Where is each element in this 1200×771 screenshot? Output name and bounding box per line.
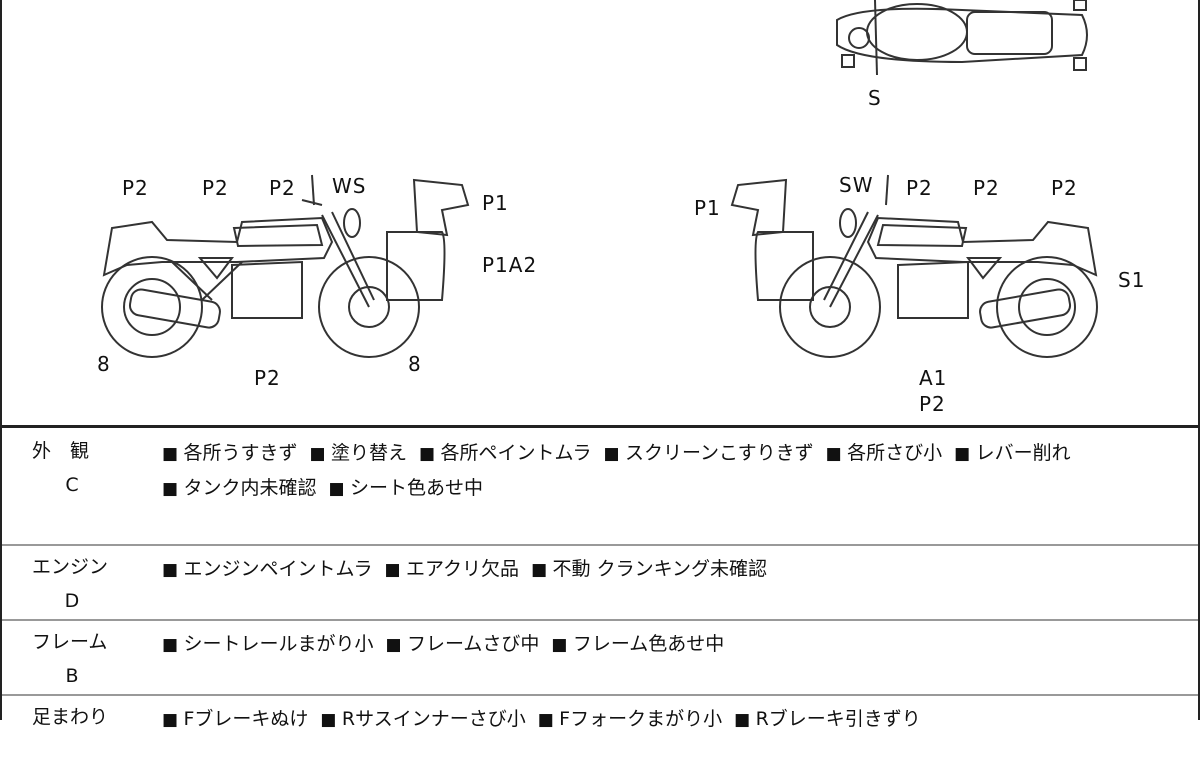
right-side-motorcycle <box>730 174 1098 358</box>
section-grade: C <box>65 474 79 496</box>
section-name: フレーム <box>32 631 108 653</box>
section-grade: B <box>65 665 79 687</box>
section-items: シートレールまがり小フレームさび中フレーム色あせ中 <box>162 627 1178 662</box>
damage-label: S <box>868 86 882 110</box>
damage-label: P1A2 <box>482 253 538 277</box>
damage-label: P2 <box>973 176 1000 200</box>
damage-label: P2 <box>269 176 296 200</box>
section-grade: D <box>64 590 80 612</box>
condition-item: フレームさび中 <box>385 633 539 655</box>
condition-item: 各所うすきず <box>162 442 297 464</box>
top-view-motorcycle <box>836 0 1088 76</box>
section-items: 各所うすきず塗り替え各所ペイントムラスクリーンこすりきず各所さび小レバー削れ タ… <box>162 436 1178 506</box>
section-label: 足まわり <box>32 700 112 734</box>
condition-item: Fフォークまがり小 <box>538 708 722 730</box>
condition-item: 塗り替え <box>309 442 406 464</box>
condition-item: エンジンペイントムラ <box>162 558 373 580</box>
damage-label: P2 <box>202 176 229 200</box>
damage-label: WS <box>332 174 367 198</box>
section-row: エンジン D エンジンペイントムラエアクリ欠品不動 クランキング未確認 <box>2 546 1198 621</box>
section-row: フレーム B シートレールまがり小フレームさび中フレーム色あせ中 <box>2 621 1198 696</box>
condition-item: シートレールまがり小 <box>162 633 373 655</box>
condition-item: 不動 クランキング未確認 <box>531 558 767 580</box>
damage-label: S1 <box>1118 268 1146 292</box>
damage-label: P2 <box>919 392 946 416</box>
damage-label: 8 <box>408 352 422 376</box>
damage-label: P2 <box>254 366 281 390</box>
damage-label: P2 <box>906 176 933 200</box>
damage-label: SW <box>839 173 874 197</box>
condition-item: エアクリ欠品 <box>385 558 520 580</box>
damage-label: 8 <box>97 352 111 376</box>
condition-item: フレーム色あせ中 <box>551 633 724 655</box>
motorcycle-drawings <box>101 0 1098 358</box>
condition-item: Fブレーキぬけ <box>162 708 308 730</box>
section-name: 足まわり <box>32 706 109 728</box>
condition-item: レバー削れ <box>954 442 1070 464</box>
section-name: エンジン <box>32 556 109 578</box>
damage-label: P1 <box>482 191 509 215</box>
damage-label: A1 <box>919 366 948 390</box>
condition-item: シート色あせ中 <box>328 477 482 499</box>
section-row: 足まわり Fブレーキぬけ Rサスインナーさび小 Fフォークまがり小 Rブレーキ引きずり <box>2 696 1198 771</box>
section-row: 外 観 C 各所うすきず塗り替え各所ペイントムラスクリーンこすりきず各所さび小レバ… <box>2 430 1198 546</box>
condition-item: Rブレーキ引きずり <box>734 708 921 730</box>
left-side-motorcycle <box>101 174 470 358</box>
damage-label: P2 <box>1051 176 1078 200</box>
section-label: フレーム B <box>32 625 112 693</box>
condition-report: P2 P2 P2 WS P1 P1A2 8 P2 8 P1 SW P2 P2 P… <box>0 0 1200 730</box>
damage-diagram: P2 P2 P2 WS P1 P1A2 8 P2 8 P1 SW P2 P2 P… <box>2 0 1198 428</box>
damage-label: P1 <box>694 196 721 220</box>
condition-item: 各所さび小 <box>826 442 942 464</box>
damage-label: P2 <box>122 176 149 200</box>
condition-item: スクリーンこすりきず <box>604 442 814 464</box>
section-name: 外 観 <box>32 440 90 462</box>
condition-item: Rサスインナーさび小 <box>320 708 525 730</box>
section-items: エンジンペイントムラエアクリ欠品不動 クランキング未確認 <box>162 552 1178 587</box>
section-label: 外 観 C <box>32 434 112 502</box>
condition-item: タンク内未確認 <box>162 477 316 499</box>
section-label: エンジン D <box>32 550 112 618</box>
condition-item: 各所ペイントムラ <box>419 442 592 464</box>
